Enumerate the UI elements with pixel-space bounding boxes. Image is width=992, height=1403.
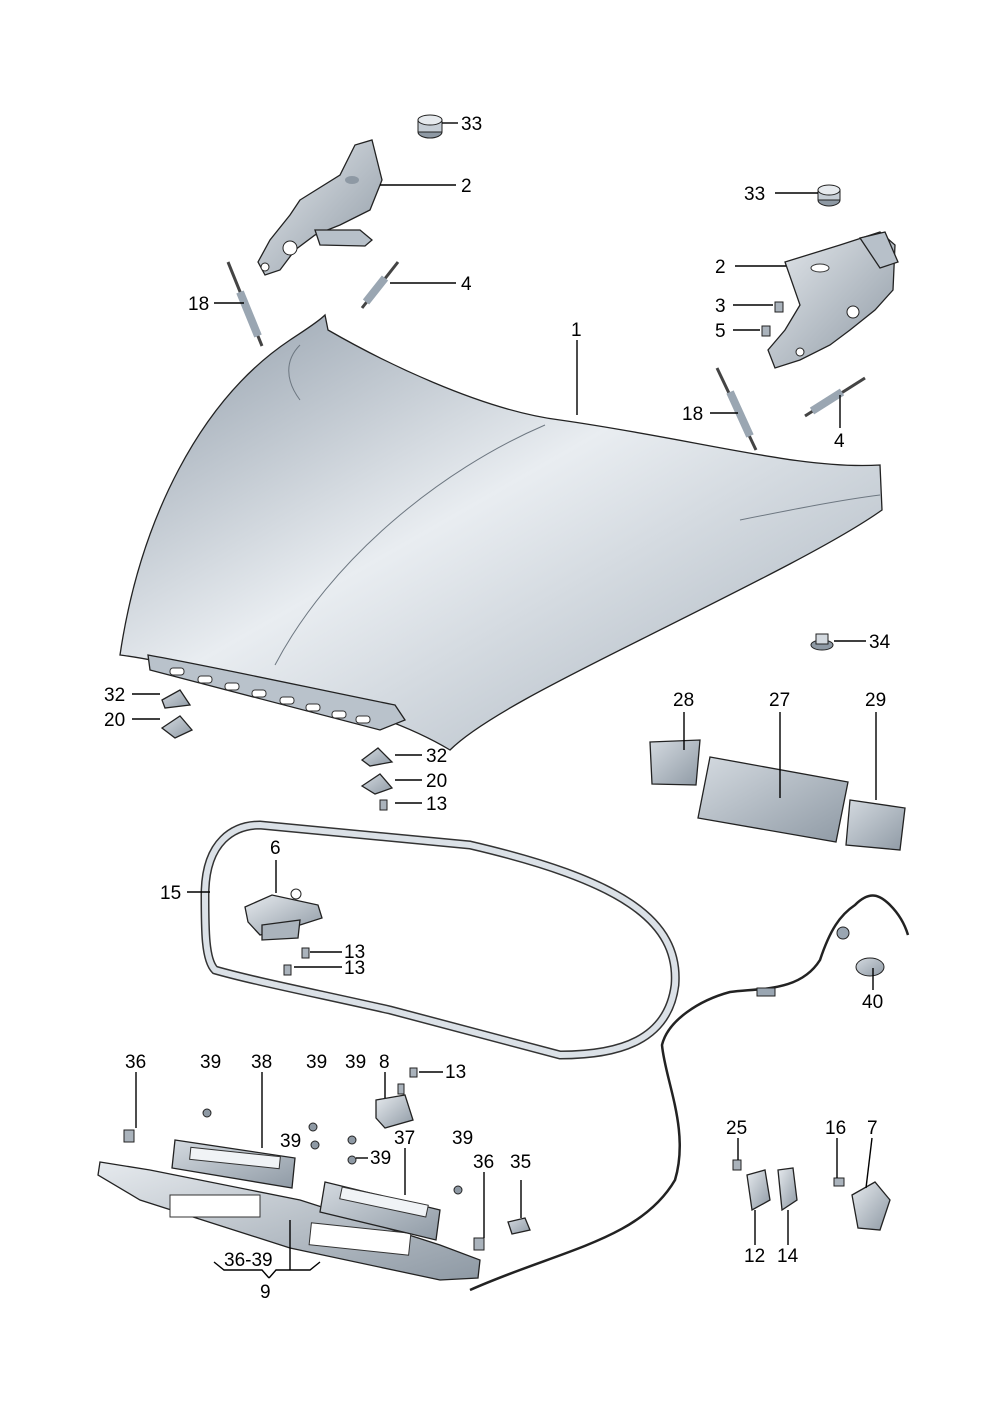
label-1: 1 [571, 320, 582, 341]
label-20: 20 [426, 771, 447, 792]
clip-36-right [473, 1237, 485, 1251]
label-25: 25 [726, 1118, 747, 1139]
buffer-cap-right [817, 184, 841, 207]
bolt-3 [774, 301, 784, 313]
label-39: 39 [306, 1052, 327, 1073]
hinge-left [257, 139, 383, 276]
label-29: 29 [865, 690, 886, 711]
label-33: 33 [461, 114, 482, 135]
label-36: 36 [125, 1052, 146, 1073]
label-14: 14 [777, 1246, 799, 1267]
insulation-29 [845, 799, 906, 851]
label-39: 39 [370, 1148, 391, 1169]
label-39: 39 [452, 1128, 473, 1149]
retainer-34 [810, 633, 834, 651]
label-16: 16 [825, 1118, 846, 1139]
gas-strut-18-left [226, 261, 264, 347]
label-13: 13 [344, 942, 365, 963]
label-33: 33 [744, 184, 765, 205]
insulation-27 [697, 756, 849, 843]
leader-lines [132, 122, 877, 1279]
label-15: 15 [160, 883, 181, 904]
label-34: 34 [869, 632, 891, 653]
label-36-39: 36-39 [224, 1250, 273, 1271]
label-6: 6 [270, 838, 281, 859]
trim-38 [171, 1139, 296, 1189]
label-37: 37 [394, 1128, 415, 1149]
bolt-25 [732, 1159, 742, 1171]
callout-labels: 33 2 4 18 1 33 2 3 5 18 4 34 32 20 32 20… [104, 114, 891, 1303]
buffer-35 [507, 1217, 531, 1235]
clips-39 [202, 1108, 463, 1195]
label-36: 36 [473, 1152, 494, 1173]
label-32: 32 [426, 746, 447, 767]
screw-13-top [379, 799, 388, 811]
label-2: 2 [715, 257, 726, 278]
grommet-40 [855, 957, 885, 977]
label-2: 2 [461, 176, 472, 197]
gas-strut-4-right [804, 376, 866, 418]
lock-carrier-9 [97, 1161, 481, 1281]
label-32: 32 [104, 685, 125, 706]
bolt-16 [833, 1177, 845, 1187]
bolt-5 [761, 325, 771, 337]
label-39: 39 [200, 1052, 221, 1073]
handle-14 [777, 1167, 798, 1212]
label-4: 4 [461, 274, 472, 295]
buffer-cap-left [417, 114, 443, 139]
label-28: 28 [673, 690, 694, 711]
trim-37 [319, 1181, 441, 1241]
seal-15 [200, 820, 680, 1060]
bumper-32-left [161, 689, 192, 709]
screw-13-b [283, 964, 292, 976]
bumper-32-right [360, 747, 394, 767]
label-7: 7 [867, 1118, 878, 1139]
label-39: 39 [345, 1052, 366, 1073]
label-9: 9 [260, 1282, 271, 1303]
screw-13-a [301, 947, 310, 959]
hood-slots [169, 667, 371, 724]
handle-12 [746, 1169, 771, 1212]
label-3: 3 [715, 296, 726, 317]
label-39: 39 [280, 1131, 301, 1152]
gas-strut-18-right [715, 367, 758, 451]
label-40: 40 [862, 992, 883, 1013]
label-13: 13 [426, 794, 447, 815]
bumper-20-left [160, 715, 194, 739]
label-18: 18 [682, 404, 703, 425]
label-12: 12 [744, 1246, 765, 1267]
bracket-6 [244, 888, 323, 941]
gas-strut-4-left [360, 261, 400, 309]
handle-7 [851, 1181, 891, 1231]
clip-36-left [123, 1129, 135, 1143]
bumper-20-right [360, 773, 394, 795]
label-13: 13 [445, 1062, 466, 1083]
insulation-28 [649, 739, 701, 786]
label-18: 18 [188, 294, 209, 315]
label-13: 13 [344, 958, 365, 979]
release-cable [469, 894, 910, 1292]
label-38: 38 [251, 1052, 272, 1073]
label-8: 8 [379, 1052, 390, 1073]
label-4: 4 [834, 431, 845, 452]
hinge-right [767, 231, 899, 369]
lock-8 [375, 1083, 414, 1129]
label-35: 35 [510, 1152, 531, 1173]
label-27: 27 [769, 690, 790, 711]
label-5: 5 [715, 321, 726, 342]
screw-13-lock [409, 1067, 418, 1078]
hood-panel [119, 313, 883, 751]
label-20: 20 [104, 710, 125, 731]
